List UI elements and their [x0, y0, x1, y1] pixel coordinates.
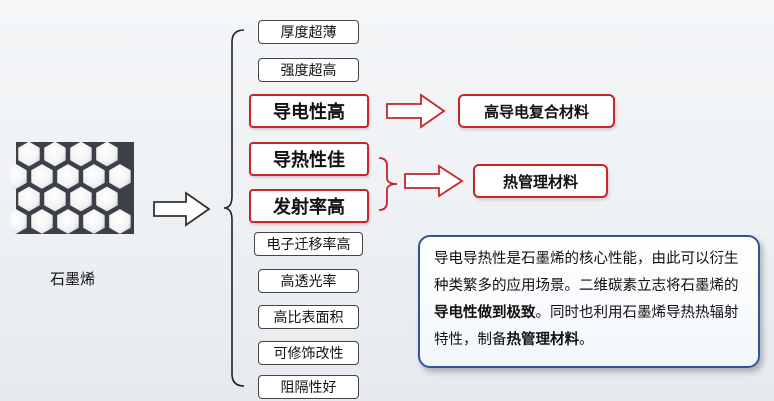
- hollow-arrow-right-icon: [153, 191, 211, 227]
- note-emphasis-thermal: 热管理材料: [506, 332, 580, 348]
- explanation-note: 导电导热性是石墨烯的核心性能，由此可以衍生种类繁多的应用场景。二维碳素立志将石墨…: [418, 235, 760, 368]
- hexagon-cell: [10, 209, 27, 234]
- hexagon-cell: [57, 164, 79, 189]
- property-box-7: 高透光率: [258, 269, 359, 293]
- property-box-6: 电子迁移率高: [254, 232, 363, 256]
- hexagon-cell: [44, 141, 66, 167]
- property-box-emissivity: 发射率高: [249, 189, 369, 223]
- hexagon-cell: [96, 186, 118, 212]
- property-box-8: 高比表面积: [258, 305, 359, 329]
- property-box-2: 强度超高: [258, 58, 359, 82]
- hexagon-cell: [44, 186, 66, 212]
- property-box-1: 厚度超薄: [258, 20, 359, 44]
- hexagon-cell: [10, 164, 27, 189]
- hexagon-cell: [70, 186, 92, 212]
- property-box-conductivity: 导电性高: [249, 94, 369, 128]
- hexagon-cell: [109, 209, 131, 234]
- hexagon-cell: [109, 164, 131, 189]
- note-emphasis-conductivity: 导电性做到极致: [434, 305, 536, 321]
- hexagon-cell: [83, 209, 105, 234]
- property-box-9: 可修饰改性: [258, 341, 359, 365]
- hexagon-cell: [96, 141, 118, 167]
- hexagon-cell: [31, 164, 53, 189]
- hexagon-cell: [18, 141, 40, 167]
- source-label: 石墨烯: [50, 270, 96, 288]
- hexagon-cell: [83, 164, 105, 189]
- application-box-conductive-composite: 高导电复合材料: [458, 94, 615, 128]
- hexagon-cell: [57, 209, 79, 234]
- red-hollow-arrow-icon-2: [404, 164, 464, 198]
- red-hollow-arrow-icon: [386, 93, 446, 129]
- graphene-hexagon-lattice-icon: [10, 141, 134, 234]
- property-box-10: 阻隔性好: [258, 375, 359, 399]
- hexagon-cell: [31, 209, 53, 234]
- hexagon-cell: [70, 141, 92, 167]
- red-right-brace: [378, 157, 398, 211]
- hexagon-cell: [18, 186, 40, 212]
- property-box-thermal-conductivity: 导热性佳: [249, 142, 369, 176]
- application-box-thermal-management: 热管理材料: [473, 164, 608, 198]
- left-curly-brace: [223, 29, 245, 387]
